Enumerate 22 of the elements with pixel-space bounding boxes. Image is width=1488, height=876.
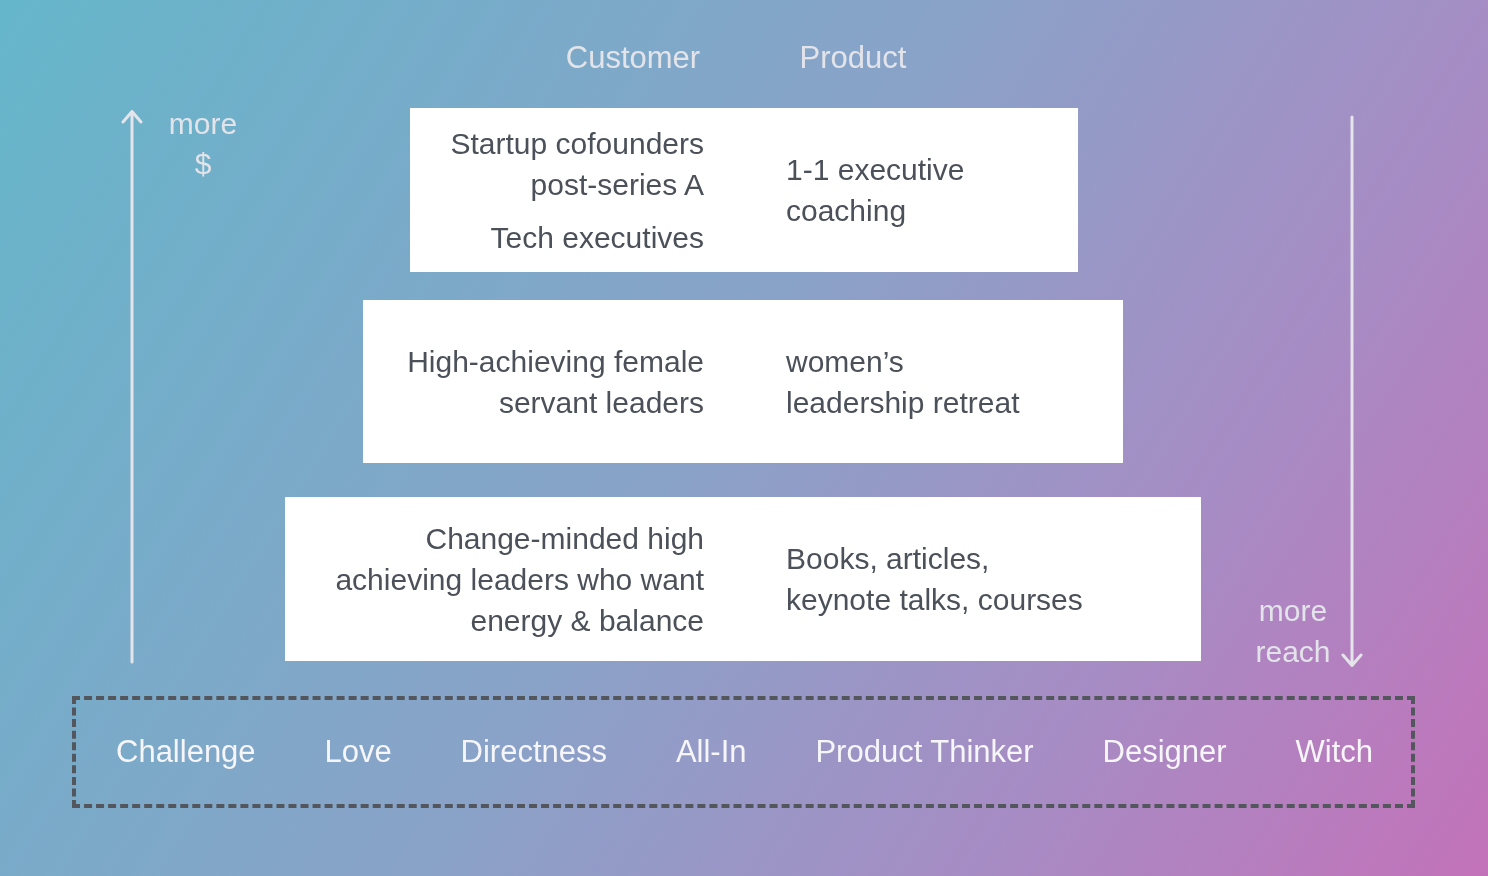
product-text: 1-1 executive coaching [786, 152, 966, 229]
tier-band [410, 108, 1078, 272]
product-text: women’s leadership retreat [786, 343, 1021, 421]
dashed-frame [72, 696, 1415, 808]
customer-segment-text: Change-minded high achieving leaders who want energy & balance [334, 520, 704, 639]
column-heading: Product [798, 39, 908, 77]
tier-band [285, 497, 1201, 661]
value-word: Witch [1295, 734, 1373, 770]
value-word: Love [324, 734, 392, 770]
axis-label: more reach [1254, 593, 1332, 670]
value-word: All-In [675, 734, 747, 770]
product-text: Books, articles, keynote talks, courses [786, 541, 1084, 618]
value-word: Challenge [116, 734, 256, 770]
value-word: Designer [1102, 734, 1227, 770]
value-word: Directness [460, 734, 608, 770]
customer-segment-text: Startup cofounders post-series A [449, 125, 704, 203]
tier-band [363, 300, 1123, 463]
axis-label: more $ [167, 106, 239, 182]
customer-segment-text: High-achieving female servant leaders [406, 343, 704, 421]
value-word: Product Thinker [815, 734, 1034, 770]
column-heading: Customer [564, 39, 702, 77]
customer-segment-text: Tech executives [489, 219, 704, 256]
